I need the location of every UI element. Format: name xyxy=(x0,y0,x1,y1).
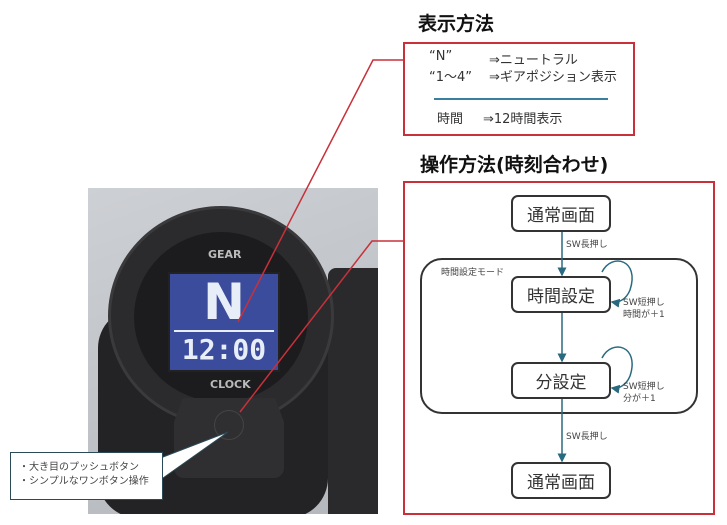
lcd-screen: N 12:00 xyxy=(168,272,280,372)
edge-label: SW長押し xyxy=(566,432,608,442)
time-setting-mode-region xyxy=(420,258,698,414)
time-value: 12:00 xyxy=(181,333,267,366)
callout-box: ・大き目のプッシュボタン ・シンプルなワンボタン操作 xyxy=(10,452,163,500)
gear-label: GEAR xyxy=(208,248,242,261)
display-method-box: “N” ⇒ニュートラル “1～4” ⇒ギアポジション表示 時間 ⇒12時間表示 xyxy=(403,42,635,136)
edge-label: SW長押し xyxy=(566,240,608,250)
mode-label: 時間設定モード xyxy=(441,268,505,278)
self-loop-arrow xyxy=(601,346,633,394)
divider xyxy=(434,98,608,100)
row-key: “N” xyxy=(429,49,453,64)
row-key: 時間 xyxy=(437,112,464,127)
callout-line: ・シンプルなワンボタン操作 xyxy=(19,476,149,487)
node-minute-setting: 分設定 xyxy=(511,362,611,399)
node-hour-setting: 時間設定 xyxy=(511,276,611,313)
self-loop-arrow xyxy=(601,260,633,308)
leader-line xyxy=(239,240,403,413)
row-value: ⇒ニュートラル xyxy=(489,53,578,68)
operation-method-title: 操作方法(時刻合わせ) xyxy=(420,154,609,176)
callout-line: ・大き目のプッシュボタン xyxy=(19,462,139,473)
leader-line xyxy=(237,59,403,323)
loop-label: SW短押し分が＋1 xyxy=(623,382,665,404)
operation-method-box xyxy=(403,181,715,515)
node-normal-screen: 通常画面 xyxy=(511,462,611,499)
row-key: “1～4” xyxy=(429,70,473,85)
clock-label: CLOCK xyxy=(210,378,251,391)
meter-photo: GEAR N 12:00 CLOCK xyxy=(88,188,378,514)
row-value: ⇒ギアポジション表示 xyxy=(489,70,617,85)
loop-label: SW短押し時間が＋1 xyxy=(623,298,665,320)
row-value: ⇒12時間表示 xyxy=(483,112,563,127)
node-normal-screen: 通常画面 xyxy=(511,195,611,232)
push-button[interactable] xyxy=(214,410,244,440)
display-method-title: 表示方法 xyxy=(418,13,495,35)
